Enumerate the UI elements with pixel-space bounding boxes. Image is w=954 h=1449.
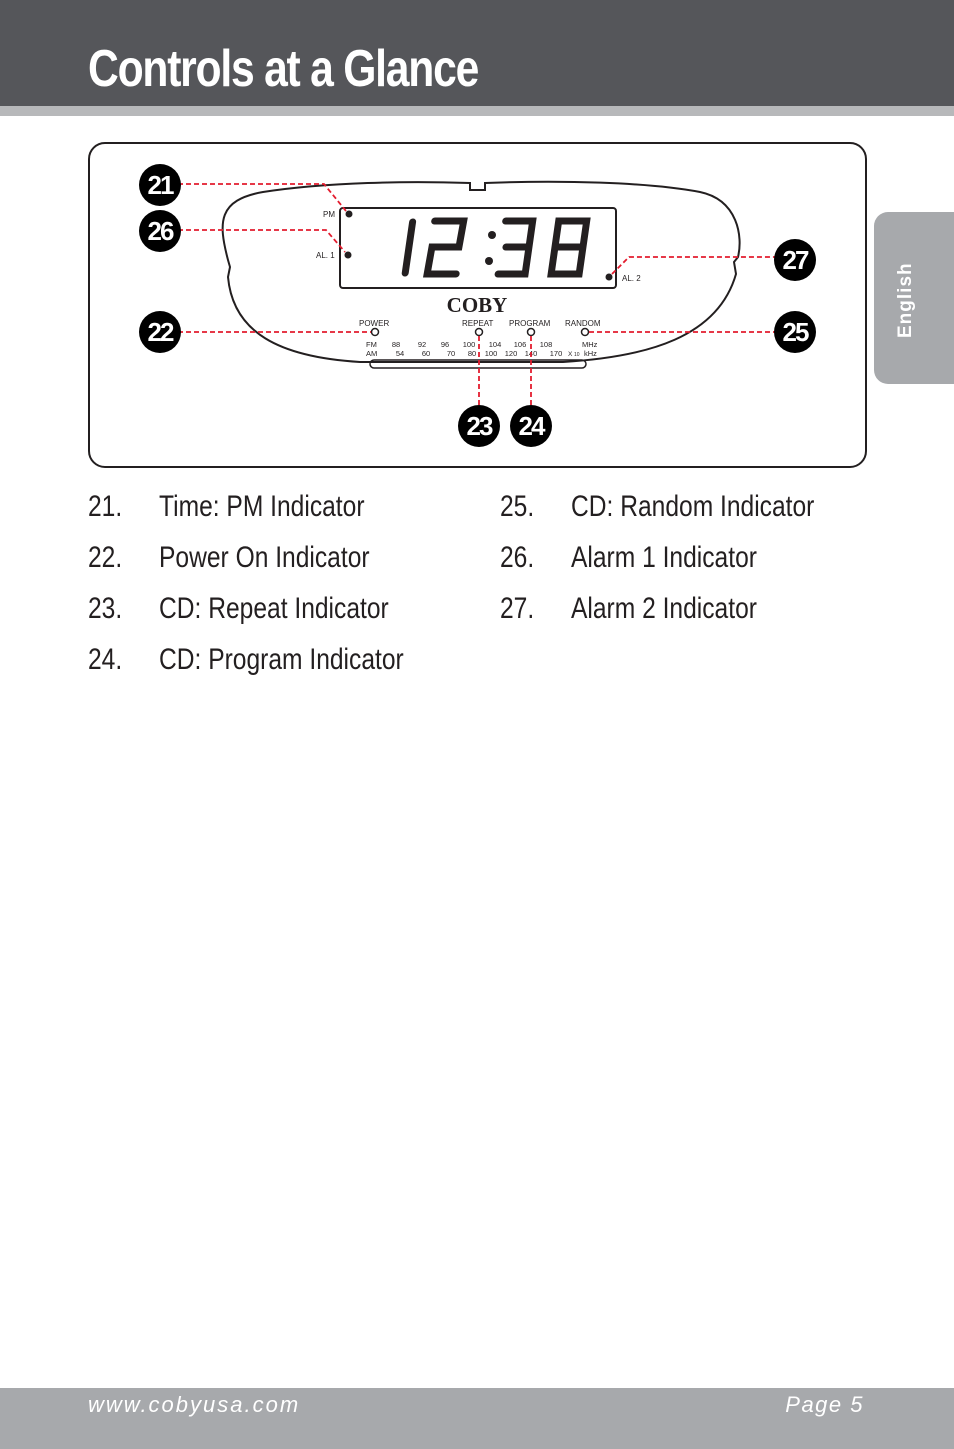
program-indicator-dot bbox=[526, 327, 536, 337]
colon-dot-top bbox=[488, 231, 496, 239]
al1-label: AL. 1 bbox=[316, 251, 335, 260]
am-tick: 120 bbox=[505, 349, 518, 358]
fm-unit: MHz bbox=[582, 340, 598, 349]
fm-tick: 104 bbox=[489, 340, 502, 349]
item-number: 22. bbox=[88, 541, 123, 574]
diagram-frame bbox=[88, 142, 867, 468]
callout-26: 26 bbox=[148, 216, 174, 246]
page-title: Controls at a Glance bbox=[88, 40, 479, 98]
fm-tick: 96 bbox=[441, 340, 449, 349]
item-label: Time: PM Indicator bbox=[159, 490, 365, 523]
am-tick: 60 bbox=[422, 349, 430, 358]
item-label: CD: Program Indicator bbox=[159, 643, 404, 676]
callout-25: 25 bbox=[783, 317, 809, 347]
random-label: RANDOM bbox=[565, 319, 601, 328]
tuner-dial-window bbox=[369, 359, 587, 369]
display-diagram: 12 38 : PM AL. 1 AL. 2 COBY POWER REPEAT… bbox=[88, 142, 867, 468]
item-number: 25. bbox=[500, 490, 535, 523]
fm-label: FM bbox=[366, 340, 377, 349]
callout-24: 24 bbox=[519, 411, 546, 441]
indicator-list: 21. Time: PM Indicator 22. Power On Indi… bbox=[88, 486, 868, 706]
item-number: 26. bbox=[500, 541, 535, 574]
pm-indicator-dot bbox=[345, 210, 353, 218]
repeat-label: REPEAT bbox=[462, 319, 494, 328]
callout-badge-25 bbox=[774, 311, 816, 353]
program-label: PROGRAM bbox=[509, 319, 551, 328]
callout-badge-27 bbox=[774, 239, 816, 281]
am-tick: 170 bbox=[550, 349, 563, 358]
am-label: AM bbox=[366, 349, 377, 358]
am-unit: kHz bbox=[584, 349, 597, 358]
am-unit-sub: 10 bbox=[574, 352, 580, 358]
footer-bar bbox=[0, 1388, 954, 1449]
item-label: CD: Repeat Indicator bbox=[159, 592, 389, 625]
language-tab[interactable] bbox=[874, 212, 954, 384]
footer-url-link[interactable]: www.cobyusa.com bbox=[88, 1392, 301, 1417]
item-label: Alarm 2 Indicator bbox=[571, 592, 757, 625]
callout-23: 23 bbox=[467, 411, 493, 441]
language-tab-label: English bbox=[895, 262, 916, 338]
fm-tick: 108 bbox=[540, 340, 553, 349]
page-number: Page 5 bbox=[785, 1392, 864, 1417]
callout-badge-23 bbox=[458, 405, 500, 447]
fm-tick: 92 bbox=[418, 340, 426, 349]
item-label: CD: Random Indicator bbox=[571, 490, 815, 523]
callout-line-21 bbox=[178, 183, 347, 212]
callout-21: 21 bbox=[148, 170, 174, 200]
am-tick: 54 bbox=[396, 349, 404, 358]
random-indicator-dot bbox=[580, 327, 590, 337]
item-label: Alarm 1 Indicator bbox=[571, 541, 757, 574]
item-label: Power On Indicator bbox=[159, 541, 370, 574]
item-number: 23. bbox=[88, 592, 123, 625]
lcd-window bbox=[339, 207, 617, 289]
power-indicator-dot bbox=[370, 327, 380, 337]
fm-tick: 88 bbox=[392, 340, 400, 349]
am-tick: 80 bbox=[468, 349, 476, 358]
pm-label: PM bbox=[323, 210, 335, 219]
callout-badge-21 bbox=[139, 164, 181, 206]
al2-indicator-dot bbox=[605, 273, 613, 281]
callout-line-26 bbox=[178, 229, 346, 253]
time-digits bbox=[401, 217, 591, 278]
fm-tick: 100 bbox=[463, 340, 476, 349]
device-outline bbox=[221, 180, 741, 363]
brand-logo: COBY bbox=[447, 293, 508, 317]
header-bar bbox=[0, 0, 954, 106]
callout-line-27 bbox=[611, 256, 776, 275]
al1-indicator-dot bbox=[344, 251, 352, 259]
am-tick: 70 bbox=[447, 349, 455, 358]
item-number: 24. bbox=[88, 643, 123, 676]
colon-dot-bottom bbox=[485, 257, 493, 265]
al2-label: AL. 2 bbox=[622, 274, 641, 283]
callout-lines bbox=[178, 183, 776, 408]
callout-badge-24 bbox=[510, 405, 552, 447]
callout-27: 27 bbox=[783, 245, 809, 275]
callout-badge-22 bbox=[139, 311, 181, 353]
callout-badges: 21 26 22 23 24 27 25 bbox=[139, 164, 816, 447]
fm-ticks: 88 92 96 100 104 106 108 bbox=[392, 340, 552, 349]
item-number: 27. bbox=[500, 592, 535, 625]
callout-22: 22 bbox=[148, 317, 174, 347]
repeat-indicator-dot bbox=[474, 327, 484, 337]
item-number: 21. bbox=[88, 490, 123, 523]
callout-badge-26 bbox=[139, 210, 181, 252]
header-underline bbox=[0, 106, 954, 116]
am-unit-prefix: X bbox=[568, 351, 573, 358]
power-label: POWER bbox=[359, 319, 389, 328]
fm-tick: 106 bbox=[514, 340, 527, 349]
am-tick: 100 bbox=[485, 349, 498, 358]
